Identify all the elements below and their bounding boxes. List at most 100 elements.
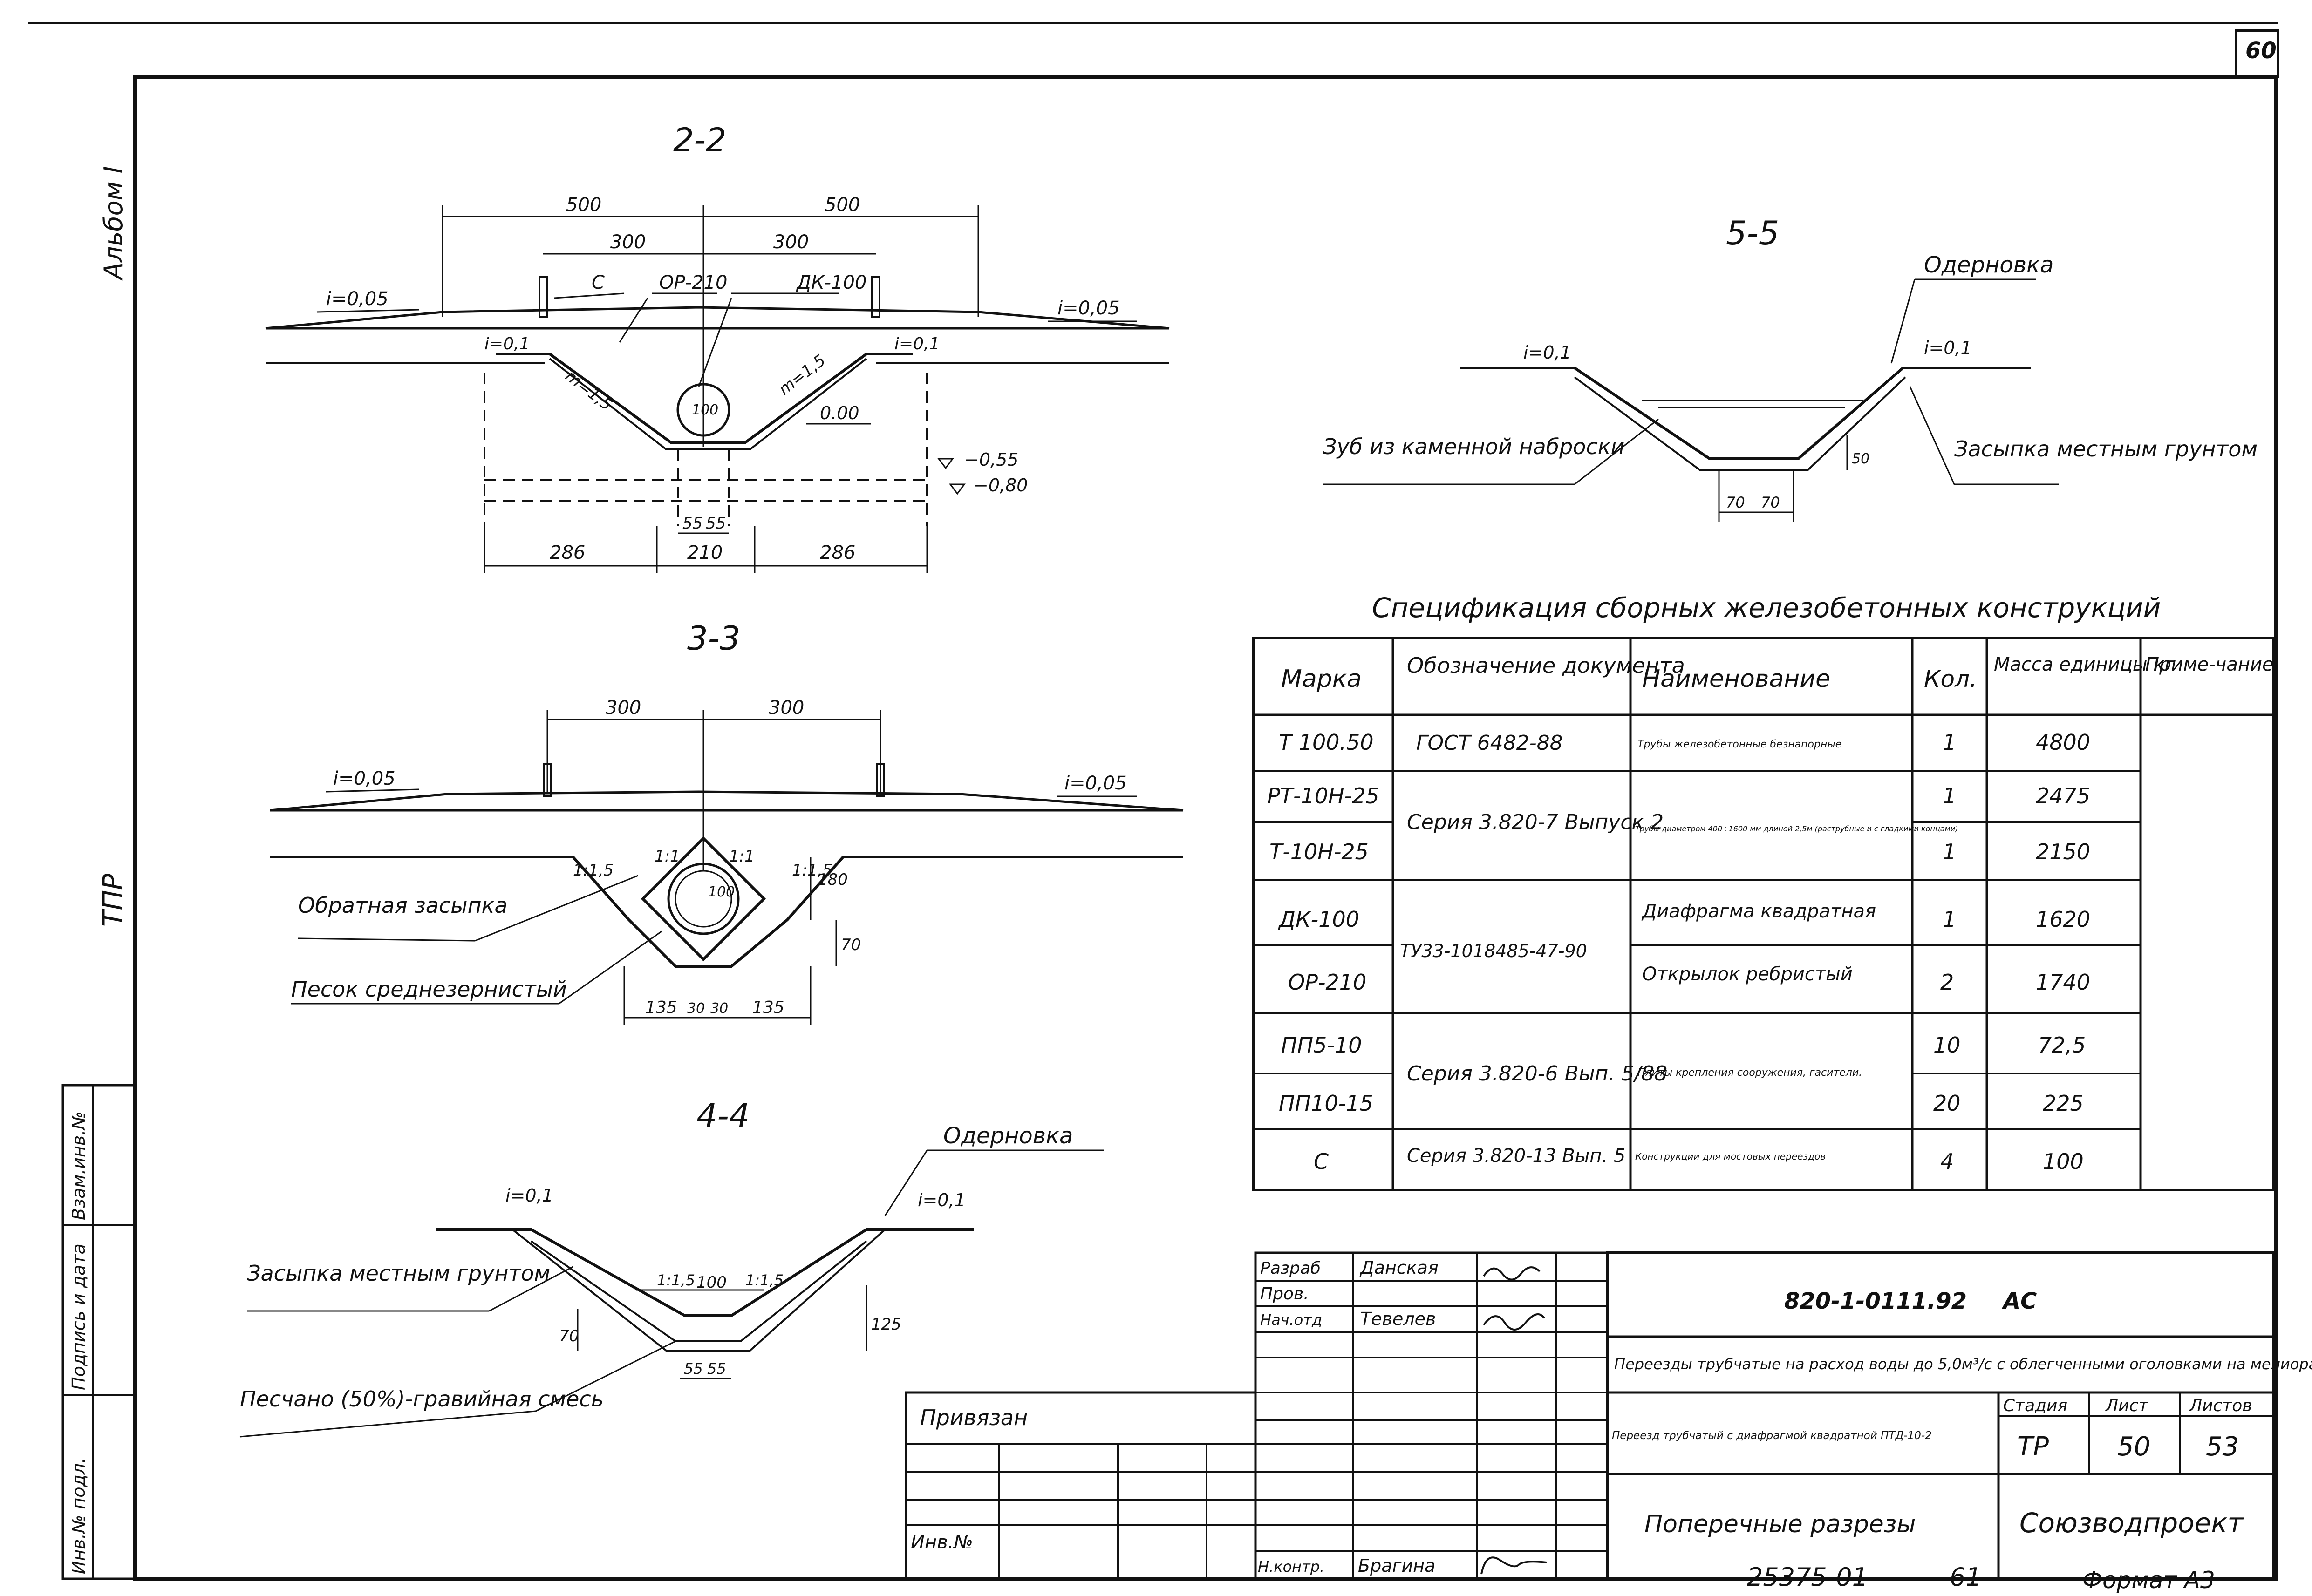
m-right: m=1,5 (775, 351, 829, 399)
section-4-4: 4-4 Одерновка i=0,1 i=0,1 1:1,5 1:1,5 10… (239, 1097, 1104, 1438)
row6-qty: 10 (1933, 1032, 1961, 1058)
row8-mass: 100 (2043, 1149, 2084, 1174)
dim-135-left: 135 (645, 998, 677, 1017)
slope-ratio-4: 1:1,5 (792, 861, 832, 880)
dim-55-right-4: 55 (707, 1360, 726, 1378)
dim-70-left-5: 70 (1726, 494, 1745, 511)
role-head: Нач.отд (1260, 1311, 1322, 1329)
dim-30-left: 30 (687, 1000, 705, 1017)
header-mass: Масса единицы кг (1994, 654, 2175, 675)
row2-qty: 1 (1943, 783, 1956, 808)
slope-l-4: 1:1,5 (657, 1271, 695, 1289)
name-norm-control: Брагина (1358, 1555, 1435, 1576)
row3-mass: 2150 (2036, 839, 2090, 864)
slope-right-3: i=0,05 (1064, 773, 1127, 794)
row4-mark: ДК-100 (1278, 907, 1359, 932)
row4-doc: ТУ33-1018485-47-90 (1400, 941, 1587, 961)
dim-180: 180 (818, 870, 848, 889)
footer-number: 25375-01 (1747, 1562, 1868, 1592)
spec-title: Спецификация сборных железобетонных конс… (1372, 592, 2161, 624)
level-080: −0,80 (974, 475, 1028, 496)
inv-no-label: Инв.№ (911, 1532, 973, 1553)
spec-table: Спецификация сборных железобетонных конс… (1252, 592, 2275, 1191)
dim-300-left-3: 300 (606, 697, 641, 719)
attached-label: Привязан (920, 1405, 1028, 1430)
row1-name: Трубы железобетонные безнапорные (1637, 739, 1841, 750)
section-3-3-title: 3-3 (687, 619, 740, 658)
dim-286-left: 286 (550, 542, 585, 564)
slope-small-right: i=0,1 (894, 334, 940, 353)
row7-mass: 225 (2043, 1091, 2084, 1116)
project-description: Переезды трубчатые на расход воды до 5,0… (1614, 1355, 2312, 1373)
row6-mass: 72,5 (2038, 1032, 2086, 1058)
level-000: 0.00 (820, 403, 859, 423)
section-2-2-title: 2-2 (673, 121, 726, 159)
row7-qty: 20 (1933, 1091, 1961, 1116)
pipe-3-3 (667, 863, 740, 935)
header-note: Приме-чание (2145, 654, 2274, 675)
row4-mass: 1620 (2036, 907, 2090, 932)
header-doc: Обозначение документа (1407, 653, 1685, 678)
diaphragm-3-3 (641, 836, 766, 962)
row6-name: Плиты крепления сооружения, гасители. (1637, 1067, 1862, 1079)
header-name: Наименование (1642, 665, 1830, 693)
pipe-2-2-label: 100 (692, 402, 718, 418)
row5-mark: ОР-210 (1288, 970, 1366, 995)
slope-r-4: 1:1,5 (745, 1271, 784, 1289)
section-5-5: 5-5 Одерновка i=0,1 i=0,1 70 70 50 Зуб и… (1323, 214, 2257, 522)
slope-right-5: i=0,1 (1924, 338, 1972, 358)
dim-135-right: 135 (752, 998, 784, 1017)
label-or210: ОР-210 (659, 272, 727, 293)
footer-page: 61 (1950, 1562, 1982, 1592)
header-mark: Марка (1281, 665, 1362, 693)
section-3-3: 3-3 300 300 i=0,05 i=0,05 100 1:1,5 1:1 … (270, 619, 1184, 1025)
slope-left: i=0,05 (326, 288, 389, 310)
organization: Союзводпроект (2019, 1507, 2244, 1539)
project-code: 820-1-0111.92 (1784, 1288, 1967, 1314)
signature-date-label: Подпись и дата (68, 1243, 89, 1390)
dim-55-right: 55 (706, 514, 726, 533)
dim-70-3: 70 (841, 936, 861, 954)
row2-mass: 2475 (2036, 783, 2090, 808)
level-055: −0,55 (964, 449, 1018, 470)
footer-format: Формат А3 (2082, 1567, 2215, 1594)
title-block: Привязан Инв.№ Разраб Пров. Нач.отд Н.ко… (905, 1251, 2312, 1580)
label-stone-tooth: Зуб из каменной наброски (1323, 434, 1624, 459)
row4-name: Диафрагма квадратная (1641, 901, 1876, 922)
role-developer: Разраб (1260, 1259, 1321, 1278)
stage-value: ТР (2017, 1432, 2049, 1462)
dim-500-left: 500 (566, 194, 601, 216)
row3-mark: Т-10Н-25 (1269, 839, 1369, 864)
signature-3 (1480, 1556, 1547, 1575)
role-checker: Пров. (1260, 1284, 1309, 1304)
label-sod-5: Одерновка (1924, 252, 2053, 278)
sheet-label: Лист (2105, 1396, 2148, 1415)
dim-50: 50 (1852, 451, 1869, 467)
role-norm-control: Н.контр. (1258, 1558, 1324, 1576)
label-dk100: ДК-100 (796, 272, 866, 293)
slope-left-3: i=0,05 (333, 768, 396, 789)
label-c: С (592, 272, 605, 293)
dim-125: 125 (871, 1315, 901, 1334)
signature-1 (1483, 1266, 1541, 1281)
row1-doc: ГОСТ 6482-88 (1416, 731, 1563, 755)
album-label: Альбом I (99, 166, 128, 281)
slope-left-4: i=0,1 (505, 1185, 553, 1206)
row4-qty: 1 (1943, 907, 1956, 932)
row1-mark: Т 100.50 (1279, 730, 1374, 755)
dim-500-right: 500 (825, 194, 860, 216)
sheet-value: 50 (2117, 1432, 2150, 1462)
dim-286-right: 286 (820, 542, 855, 564)
row7-mark: ПП10-15 (1279, 1091, 1373, 1116)
row5-mass: 1740 (2036, 970, 2090, 995)
label-backfill: Обратная засыпка (298, 893, 508, 918)
slope-left-5: i=0,1 (1523, 342, 1571, 363)
section-2-2: 2-2 500 500 300 300 С ОР-210 ДК-100 i=0,… (265, 121, 1170, 573)
slope-ratio-1: 1:1,5 (573, 861, 614, 880)
row5-name: Открылок ребристый (1642, 964, 1853, 985)
label-sod-4: Одерновка (943, 1123, 1073, 1149)
row5-qty: 2 (1940, 970, 1954, 995)
margin-stamp (61, 1084, 136, 1580)
row8-name: Конструкции для мостовых переездов (1635, 1151, 1826, 1162)
